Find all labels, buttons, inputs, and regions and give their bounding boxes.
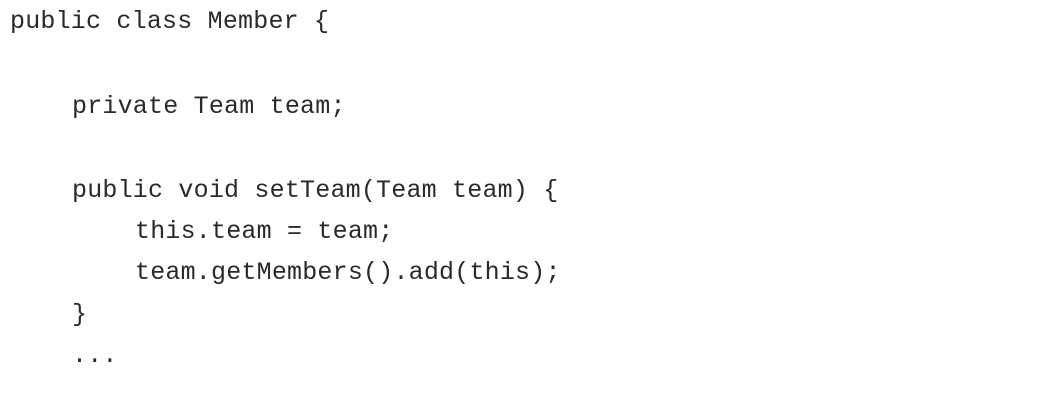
code-line-field-declaration: private Team team; — [72, 92, 346, 121]
code-line-method-close-brace: } — [72, 300, 88, 329]
code-line-add-member: team.getMembers().add(this); — [135, 258, 561, 287]
code-line-method-signature: public void setTeam(Team team) { — [72, 176, 559, 205]
code-line-class-declaration: public class Member { — [10, 7, 330, 36]
code-line-assign-team: this.team = team; — [135, 217, 394, 246]
code-line-ellipsis: ... — [72, 341, 118, 370]
